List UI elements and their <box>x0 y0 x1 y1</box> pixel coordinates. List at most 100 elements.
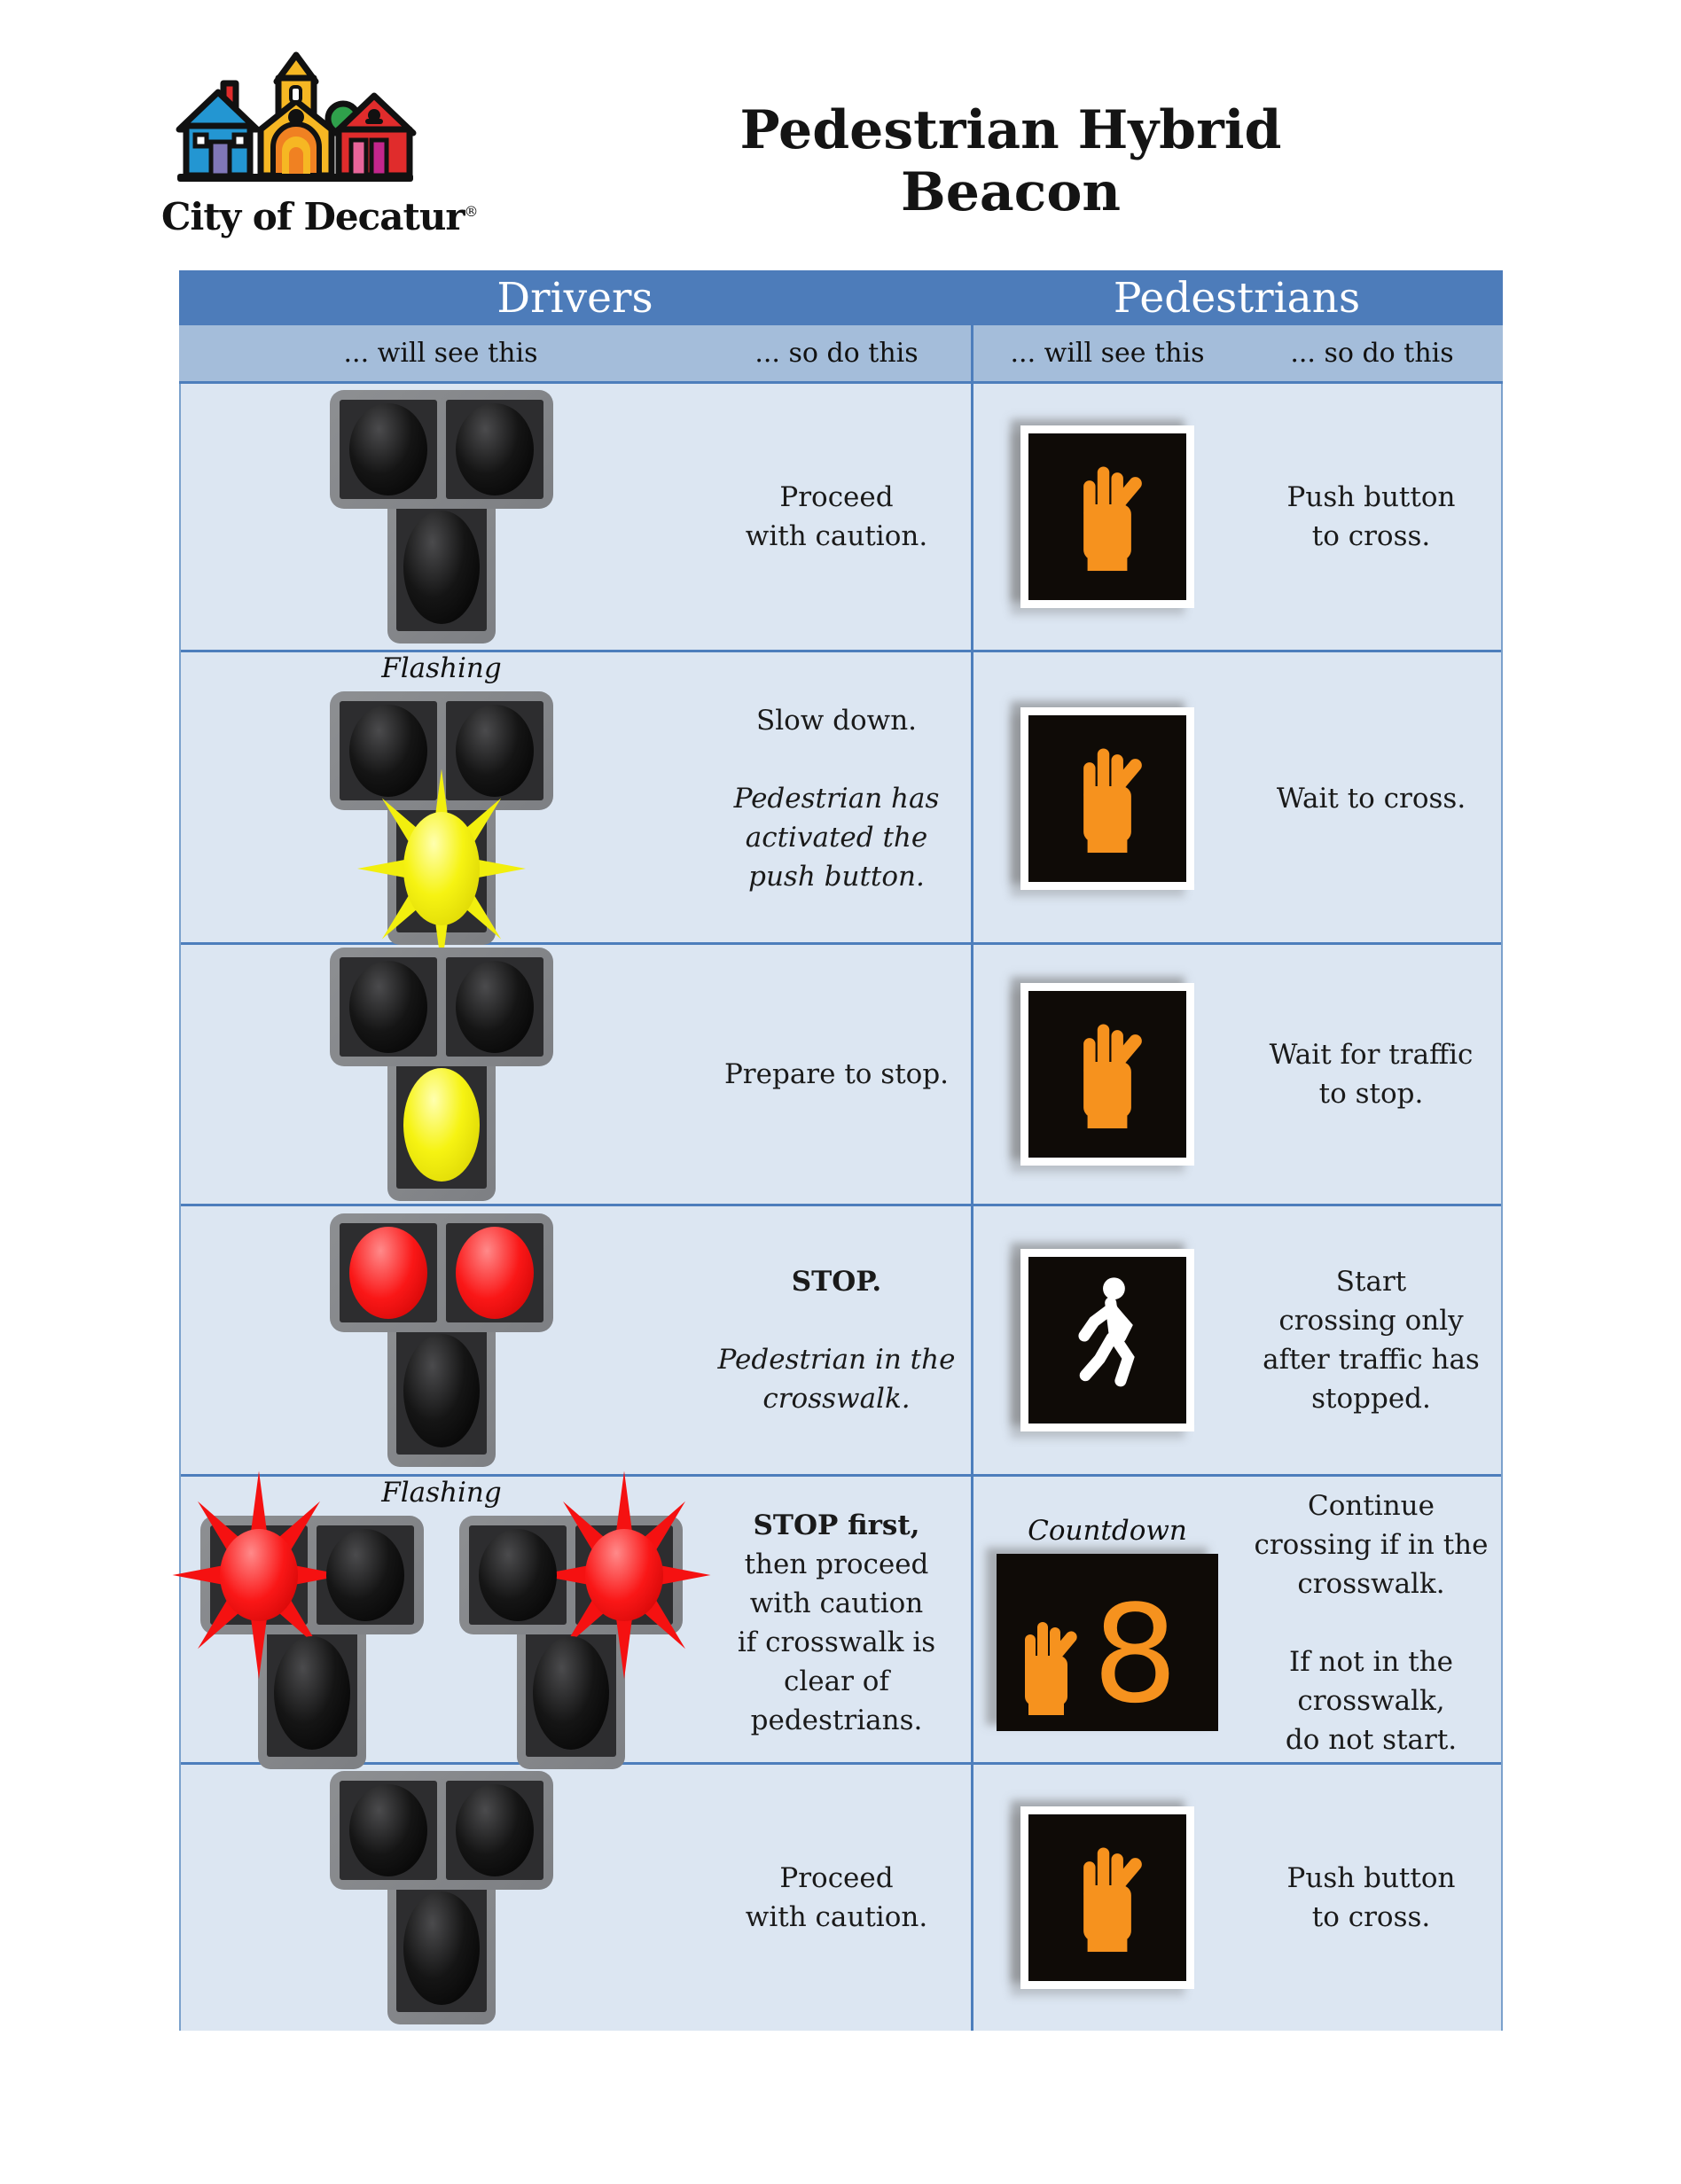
table-row: Proceed with caution. <box>181 1762 1501 2031</box>
pedestrians-column-header: Pedestrians <box>1113 273 1361 323</box>
pedestrian-action-cell: Start crossing only after traffic has st… <box>1241 1206 1501 1474</box>
beacon-lamp-dark <box>446 957 543 1057</box>
pedestrian-signal-cell <box>971 384 1241 650</box>
beacon-all-dark-icon <box>330 390 553 644</box>
beacon-lamp-dark <box>317 1525 414 1625</box>
driver-action-paragraph: Slow down. <box>756 701 917 740</box>
beacon-lamp-dark <box>340 1781 437 1880</box>
beacon-lamp-red <box>446 1223 543 1322</box>
countdown-digit: 8 <box>1092 1575 1178 1733</box>
driver-action-paragraph: then proceed with caution if crosswalk i… <box>738 1545 935 1740</box>
driver-action-paragraph: Pedestrian has activated the push button… <box>734 779 940 896</box>
beacon-lamp-flashing-red <box>537 1470 711 1680</box>
text-line: push button. <box>748 861 925 893</box>
driver-action-paragraph: Proceed with caution. <box>746 1859 927 1937</box>
text-line: to stop. <box>1318 1078 1424 1110</box>
beacon-lamp-yellow <box>396 1061 487 1189</box>
pedestrian-action-cell: Push button to cross. <box>1241 384 1501 650</box>
raised-hand-icon <box>1083 1024 1142 1129</box>
text-line: then proceed <box>744 1548 929 1580</box>
pedestrian-signal-cell: Countdown 8 <box>971 1477 1241 1769</box>
text-line: Proceed <box>779 480 894 513</box>
raised-hand-icon <box>1083 748 1142 854</box>
table-header-row: Drivers Pedestrians <box>179 270 1503 325</box>
table-row: Prepare to stop. <box>181 942 1501 1204</box>
beacon-lamp-dark <box>267 1629 357 1757</box>
beacon-solid-red-icon <box>330 1213 553 1467</box>
pedestrian-action-paragraph: Wait for traffic to stop. <box>1270 1035 1474 1113</box>
driver-action-paragraph: Prepare to stop. <box>724 1055 949 1094</box>
text-line: Pedestrian in the <box>717 1343 956 1376</box>
page-title: Pedestrian Hybrid Beacon <box>739 99 1282 223</box>
driver-action-cell: STOP. Pedestrian in the crosswalk. <box>702 1206 971 1474</box>
driver-action-paragraph: STOP. <box>792 1262 881 1301</box>
beacon-lamp-dark <box>396 1884 487 2012</box>
registered-mark: ® <box>464 203 479 220</box>
text-line: clear of <box>784 1665 889 1698</box>
beacon-lamp-dark <box>469 1525 567 1625</box>
text-line: Slow down. <box>755 704 918 737</box>
pedestrian-countdown-box: 8 <box>997 1554 1218 1731</box>
flashing-label: Flashing <box>381 1477 502 1509</box>
beacon-solid-yellow-icon <box>330 948 553 1201</box>
logo-wordmark: City of Decatur® <box>161 195 479 238</box>
pedestrian-signal-box <box>1020 983 1194 1166</box>
alternating-beacons <box>172 1470 711 1769</box>
table-subheader-row: ... will see this ... so do this ... wil… <box>179 325 1503 384</box>
pedestrian-signal-cell <box>971 945 1241 1204</box>
text-line: crossing if in the <box>1254 1528 1489 1561</box>
beacon-lamp-dark <box>340 701 437 800</box>
city-skyline-logo-icon <box>176 51 417 182</box>
pedestrian-action-paragraph: Wait to cross. <box>1277 779 1466 818</box>
table-row: STOP. Pedestrian in the crosswalk. <box>181 1204 1501 1474</box>
driver-action-cell: Proceed with caution. <box>702 384 971 650</box>
beacon-lamp-dark <box>446 701 543 800</box>
raised-hand-icon <box>1025 1622 1077 1715</box>
beacon-lamp-flashing-yellow <box>357 768 526 969</box>
pedestrian-signal-cell <box>971 652 1241 945</box>
beacon-lamp-dark <box>340 400 437 499</box>
text-line: to cross. <box>1311 1901 1431 1933</box>
table-row: Flashing <box>172 1470 1501 1769</box>
beacon-lamp-flashing-red <box>172 1470 346 1680</box>
table-row: Flashing Slow down. <box>181 650 1501 969</box>
pedestrian-action-paragraph: Push button to cross. <box>1287 478 1456 556</box>
text-line: crosswalk. <box>1297 1567 1445 1600</box>
text-line: STOP first, <box>753 1509 920 1541</box>
pedestrian-action-paragraph: Start crossing only after traffic has st… <box>1263 1262 1480 1418</box>
text-line: Prepare to stop. <box>723 1057 950 1090</box>
text-line: pedestrians. <box>750 1704 923 1737</box>
text-line: Start <box>1335 1265 1407 1298</box>
beacon-lamp-dark <box>446 400 543 499</box>
pedestrian-signal-box <box>1020 1806 1194 1989</box>
pedestrian-action-paragraph: Continue crossing if in the crosswalk. <box>1255 1486 1489 1603</box>
driver-signal-cell <box>181 945 702 1204</box>
beacon-lamp-dark <box>396 1327 487 1455</box>
driver-signal-cell <box>181 384 702 650</box>
beacon-flashing-red-right-icon <box>459 1470 711 1769</box>
text-line: do not start. <box>1285 1724 1458 1757</box>
driver-action-cell: Proceed with caution. <box>702 1765 971 2031</box>
pedestrians-will-see-subheader: ... will see this <box>971 325 1241 381</box>
text-line: with caution. <box>745 1901 928 1933</box>
text-line: Push button <box>1286 1861 1456 1894</box>
beacon-flashing-red-left-icon <box>172 1470 424 1769</box>
text-line: activated the <box>745 822 928 854</box>
pedestrian-action-cell: Wait for traffic to stop. <box>1241 945 1501 1204</box>
drivers-will-see-subheader: ... will see this <box>343 338 538 369</box>
beacon-lamp-dark <box>396 503 487 631</box>
text-line: with caution <box>749 1587 924 1619</box>
countdown-label: Countdown <box>1028 1515 1187 1547</box>
city-of-decatur-logo: City of Decatur® <box>161 51 479 238</box>
pedestrian-signal-box <box>1020 425 1194 608</box>
raised-hand-icon <box>1083 466 1142 572</box>
text-line: crosswalk, <box>1297 1685 1445 1718</box>
pedestrian-signal-box <box>1020 707 1194 890</box>
text-line: after traffic has <box>1263 1344 1480 1376</box>
beacon-all-dark-icon <box>330 1771 553 2024</box>
text-line: with caution. <box>745 520 928 552</box>
drivers-column-header: Drivers <box>496 273 653 323</box>
driver-signal-cell: Flashing <box>172 1470 711 1769</box>
table-row: Proceed with caution. <box>181 384 1501 650</box>
pedestrian-action-cell: Push button to cross. <box>1241 1765 1501 2031</box>
